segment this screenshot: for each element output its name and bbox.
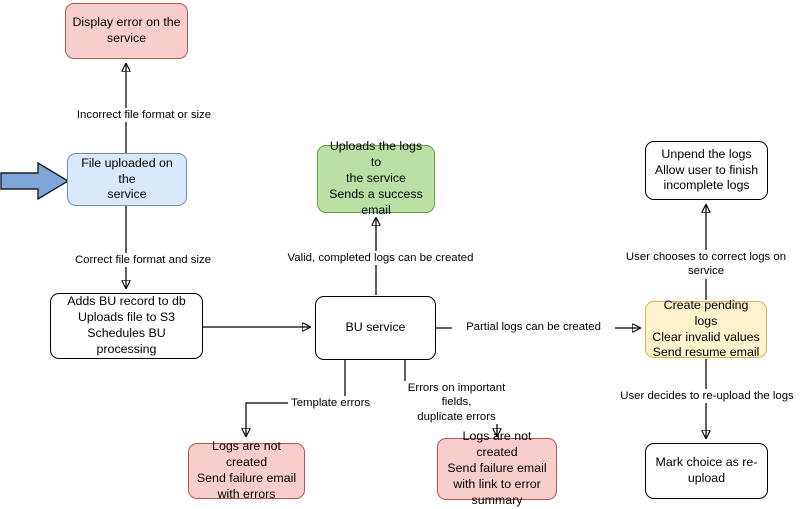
node-mark-choice-as-re-upload[interactable]: Mark choice as re- upload [645,443,768,499]
node-uploads-the-logs[interactable]: Uploads the logs to the service Sends a … [317,139,435,217]
node-unpend-the-logs[interactable]: Unpend the logs Allow user to finish inc… [645,141,768,200]
node-adds-bu-record[interactable]: Adds BU record to db Uploads file to S3 … [50,293,203,359]
edge-label-incorrect-file-format: Incorrect file format or size [56,108,232,123]
node-file-uploaded-on-the-service[interactable]: File uploaded on the service [67,153,187,206]
edge-label-partial-logs: Partial logs can be created [452,320,615,335]
node-logs-not-created-field-errors[interactable]: Logs are not created Send failure email … [437,429,557,507]
edge-label-user-decides-to-reupload: User decides to re-upload the logs [614,389,800,404]
edge-label-template-errors: Template errors [288,396,384,411]
entry-arrow-icon [0,161,70,201]
node-logs-not-created-template-errors[interactable]: Logs are not created Send failure email … [188,439,305,501]
edge-label-valid-completed-logs: Valid, completed logs can be created [280,251,481,266]
edge-label-user-chooses-to-correct: User chooses to correct logs on service [605,250,801,279]
node-display-error[interactable]: Display error on the service [65,3,188,59]
node-bu-service[interactable]: BU service [315,296,436,360]
node-create-pending-logs[interactable]: Create pending logs Clear invalid values… [645,298,767,359]
edge-label-correct-file-format: Correct file format and size [55,253,231,268]
edge-label-errors-on-important-fields: Errors on important fields, duplicate er… [392,381,521,424]
